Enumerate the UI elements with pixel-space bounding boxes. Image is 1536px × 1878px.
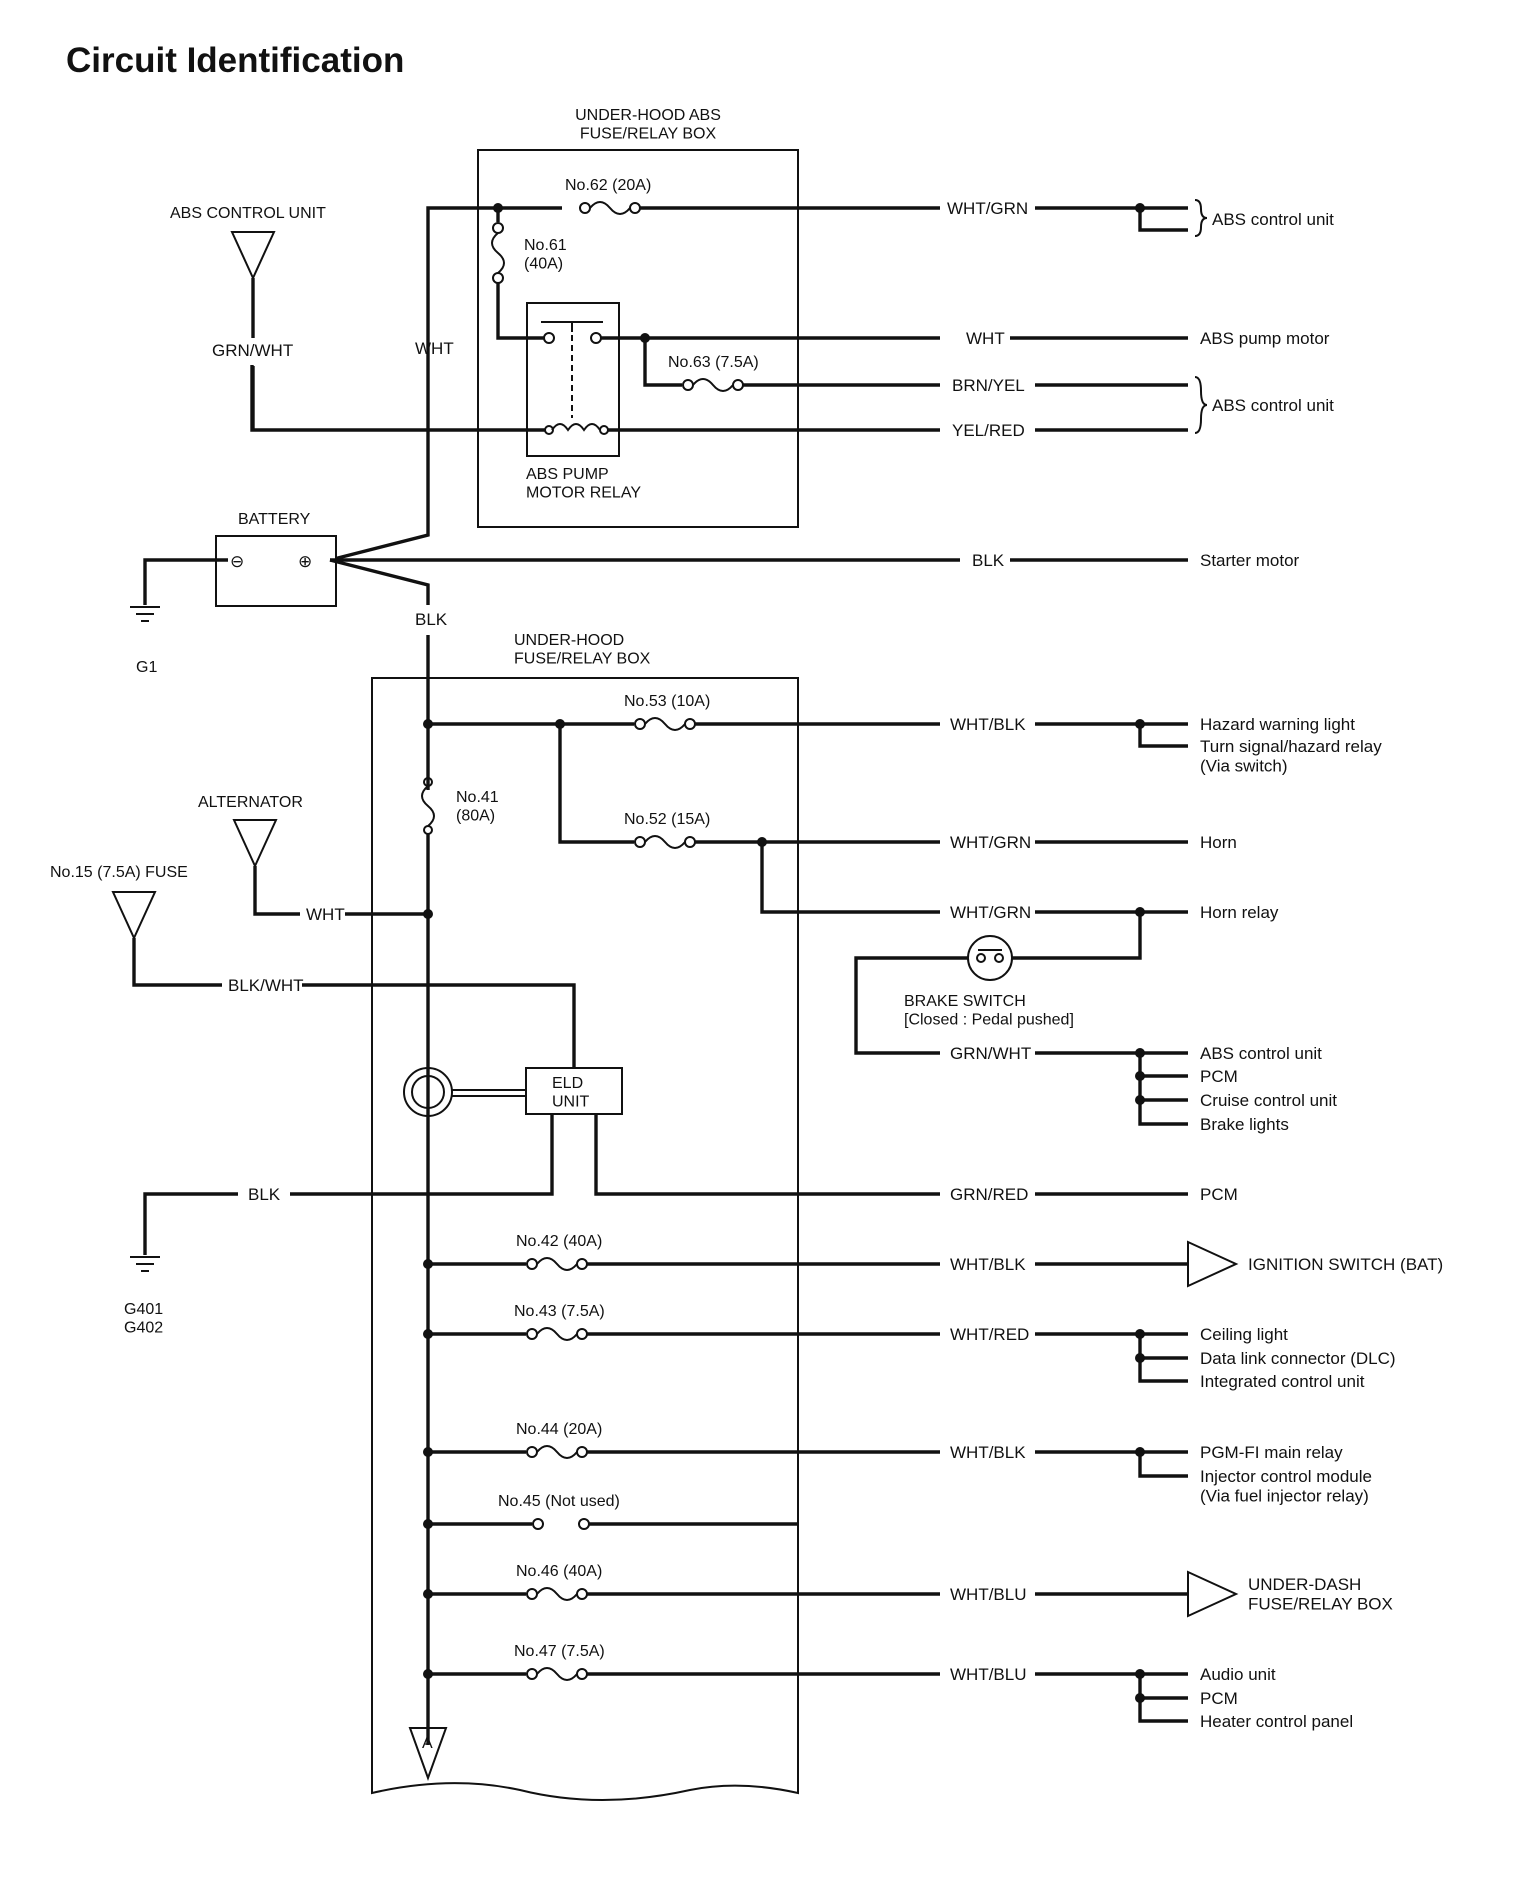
dest-d12a: PGM-FI main relay [1200,1443,1343,1462]
battery [215,535,337,607]
under-dash-box-connector-icon [1187,1570,1239,1618]
fuse-47-label: No.47 (7.5A) [514,1643,605,1660]
dest-d11c: Integrated control unit [1200,1372,1365,1391]
wire-blk-gnd: BLK [248,1185,281,1204]
wire-r6: WHT/BLK [950,715,1026,734]
connector-a-label: A [422,1735,433,1752]
fuse15-label: No.15 (7.5A) FUSE [50,864,188,881]
dest-d5a: Hazard warning light [1200,715,1355,734]
wire-r11: WHT/BLK [950,1255,1026,1274]
wire-r7: WHT/GRN [950,833,1031,852]
dest-d4: Starter motor [1200,551,1300,570]
battery-pos-icon: ⊕ [298,552,312,571]
wire-r4: YEL/RED [952,421,1025,440]
wire-r5: BLK [972,551,1005,570]
battery-label: BATTERY [238,511,311,528]
dest-d8d: Brake lights [1200,1115,1289,1134]
battery-neg-icon: ⊖ [230,552,244,571]
ground-g1: G1 [136,659,157,676]
brake-switch-label: BRAKE SWITCH[Closed : Pedal pushed] [904,993,1074,1028]
relay-coil-icon [551,423,601,432]
wire-r15: WHT/BLU [950,1665,1027,1684]
dest-d7: Horn relay [1200,903,1279,922]
fuse-46-label: No.46 (40A) [516,1563,602,1580]
fuse-41-label: No.41(80A) [456,789,499,824]
wire-r3: BRN/YEL [952,376,1025,395]
fuse-52-label: No.52 (15A) [624,811,710,828]
wire-r10: GRN/RED [950,1185,1028,1204]
wire-r12: WHT/RED [950,1325,1029,1344]
eld-sensor-icon [403,1067,453,1117]
abs-control-unit-label: ABS CONTROL UNIT [170,205,326,222]
brake-switch-icon [967,935,1013,981]
page-title: Circuit Identification [66,41,404,80]
wire-r1: WHT/GRN [947,199,1028,218]
wire-r8: WHT/GRN [950,903,1031,922]
wire-blk-wht: BLK/WHT [228,976,304,995]
under-hood-fuse-relay-box [371,677,799,1801]
dest-d5b: Turn signal/hazard relay(Via switch) [1200,737,1382,776]
wire-wht-main: WHT [415,339,454,358]
wire-r13: WHT/BLK [950,1443,1026,1462]
wire-blk-main: BLK [415,610,448,629]
abs-control-unit-connector-icon [230,231,276,281]
wire-alt-wht: WHT [306,905,345,924]
fuse-45-label: No.45 (Not used) [498,1493,620,1510]
fuse15-connector-icon [111,891,157,941]
dest-d11b: Data link connector (DLC) [1200,1349,1396,1368]
fuse-43-label: No.43 (7.5A) [514,1303,605,1320]
dest-d14a: Audio unit [1200,1665,1276,1684]
eld-unit [525,1067,623,1115]
dest-d8c: Cruise control unit [1200,1091,1337,1110]
dest-d9: PCM [1200,1185,1238,1204]
fuse-62-label: No.62 (20A) [565,177,651,194]
wire-grn-wht-abs: GRN/WHT [212,341,293,360]
dest-d14b: PCM [1200,1689,1238,1708]
wire-r9: GRN/WHT [950,1044,1031,1063]
dest-d12b: Injector control module(Via fuel injecto… [1200,1467,1372,1506]
dest-d6: Horn [1200,833,1237,852]
dest-d2: ABS pump motor [1200,329,1330,348]
fuse-53-label: No.53 (10A) [624,693,710,710]
alternator-connector-icon [232,819,278,869]
dest-d8b: PCM [1200,1067,1238,1086]
dest-d1: ABS control unit [1212,210,1334,229]
dest-d11a: Ceiling light [1200,1325,1288,1344]
alternator-label: ALTERNATOR [198,794,303,811]
dest-d10: IGNITION SWITCH (BAT) [1248,1255,1443,1274]
dest-d14c: Heater control panel [1200,1712,1353,1731]
dest-d8a: ABS control unit [1200,1044,1322,1063]
fuse-42-label: No.42 (40A) [516,1233,602,1250]
fuse-63-label: No.63 (7.5A) [668,354,759,371]
wire-r2: WHT [966,329,1005,348]
wire-r14: WHT/BLU [950,1585,1027,1604]
dest-d3: ABS control unit [1212,396,1334,415]
fuse-44-label: No.44 (20A) [516,1421,602,1438]
ignition-switch-connector-icon [1187,1240,1239,1288]
connector-a-icon [408,1727,448,1781]
fuse-61-label: No.61(40A) [524,237,567,272]
